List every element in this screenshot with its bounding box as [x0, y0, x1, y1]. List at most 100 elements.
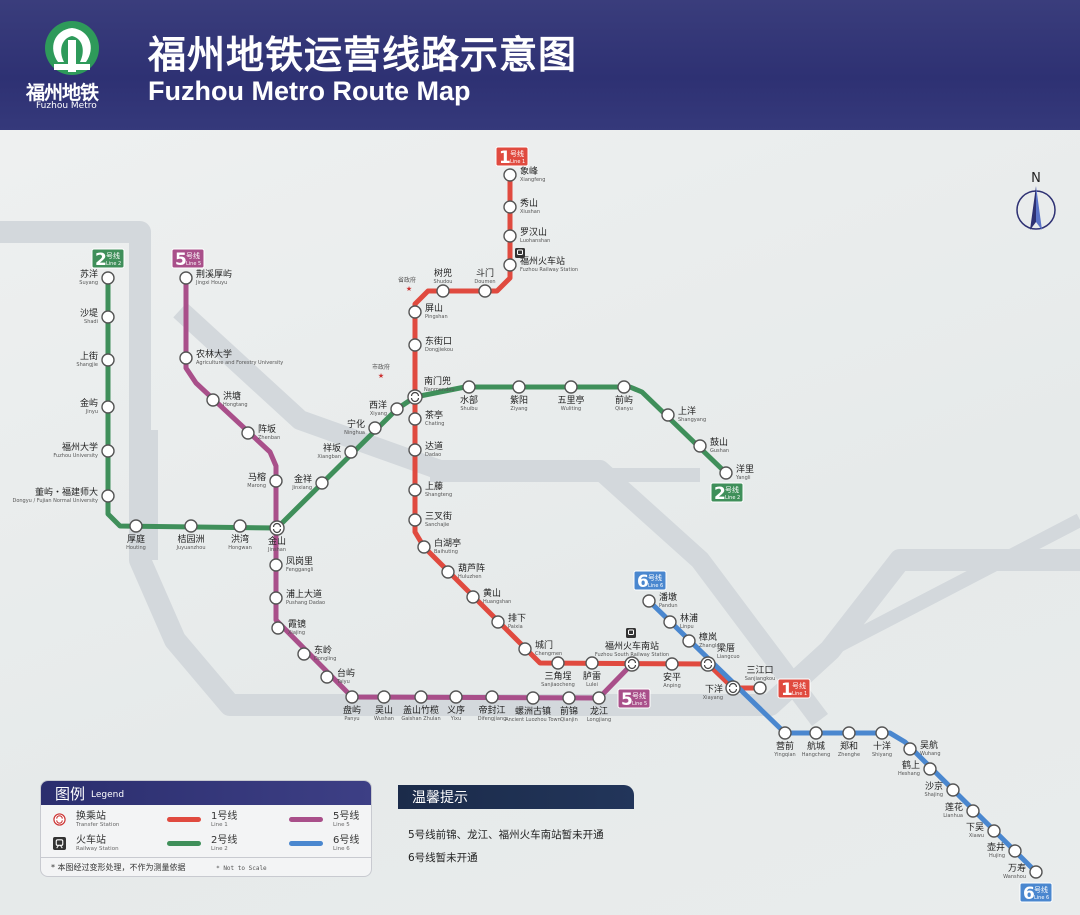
station-marker[interactable]: [665, 657, 679, 671]
station-marker[interactable]: [842, 726, 856, 740]
station-marker[interactable]: [297, 647, 311, 661]
station-marker[interactable]: [1029, 865, 1043, 879]
station-marker[interactable]: [408, 513, 422, 527]
station-marker[interactable]: [408, 443, 422, 457]
station-marker[interactable]: [414, 690, 428, 704]
station-marker[interactable]: [233, 519, 247, 533]
station-marker[interactable]: [417, 540, 431, 554]
station-marker[interactable]: [562, 691, 576, 705]
station-marker[interactable]: [526, 691, 540, 705]
station-marker[interactable]: [682, 634, 696, 648]
station-marker[interactable]: [693, 439, 707, 453]
station-marker[interactable]: [462, 380, 476, 394]
station-marker[interactable]: [269, 558, 283, 572]
station-marker[interactable]: [809, 726, 823, 740]
station-marker[interactable]: [778, 726, 792, 740]
station-marker[interactable]: [408, 338, 422, 352]
station-marker[interactable]: [617, 380, 631, 394]
station-marker[interactable]: [344, 445, 358, 459]
station-marker[interactable]: [179, 351, 193, 365]
station-marker[interactable]: [101, 489, 115, 503]
station-marker[interactable]: [753, 681, 767, 695]
station-marker[interactable]: [518, 642, 532, 656]
station-marker[interactable]: [661, 408, 675, 422]
station-marker[interactable]: [923, 762, 937, 776]
station-marker[interactable]: [946, 783, 960, 797]
station-marker[interactable]: [269, 591, 283, 605]
station-marker[interactable]: [966, 804, 980, 818]
station-marker[interactable]: [101, 444, 115, 458]
station-marker[interactable]: [241, 426, 255, 440]
station-marker[interactable]: [377, 690, 391, 704]
station-marker[interactable]: [315, 476, 329, 490]
station-marker[interactable]: [101, 353, 115, 367]
station-marker[interactable]: [503, 229, 517, 243]
station-marker[interactable]: [101, 310, 115, 324]
station-marker[interactable]: [449, 690, 463, 704]
station-marker[interactable]: [592, 691, 606, 705]
station-marker[interactable]: [441, 565, 455, 579]
station-marker[interactable]: [368, 421, 382, 435]
station-marker[interactable]: [585, 656, 599, 670]
station-marker[interactable]: [485, 690, 499, 704]
station-marker[interactable]: [478, 284, 492, 298]
station-marker[interactable]: [503, 200, 517, 214]
station-marker[interactable]: [512, 380, 526, 394]
station-marker[interactable]: [320, 670, 334, 684]
station-marker[interactable]: [987, 824, 1001, 838]
station-marker[interactable]: [719, 466, 733, 480]
